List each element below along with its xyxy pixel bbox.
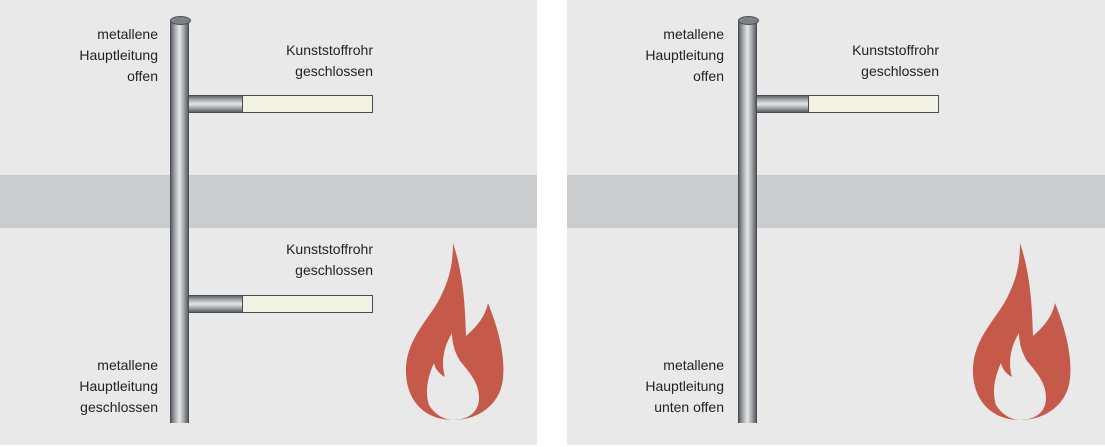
plastic-pipe-bottom: [242, 295, 373, 313]
plastic-pipe-top: [242, 95, 373, 113]
ceiling-slab: [567, 175, 1105, 228]
metal-main-pipe: [170, 16, 191, 423]
metal-branch-top: [757, 95, 809, 113]
metal-branch-bottom: [189, 295, 243, 313]
fire-icon: [405, 243, 504, 420]
plastic-pipe-top: [808, 95, 939, 113]
ceiling-slab: [0, 175, 537, 228]
metal-branch-top: [189, 95, 243, 113]
metal-main-pipe: [738, 16, 759, 423]
fire-icon: [972, 243, 1071, 420]
